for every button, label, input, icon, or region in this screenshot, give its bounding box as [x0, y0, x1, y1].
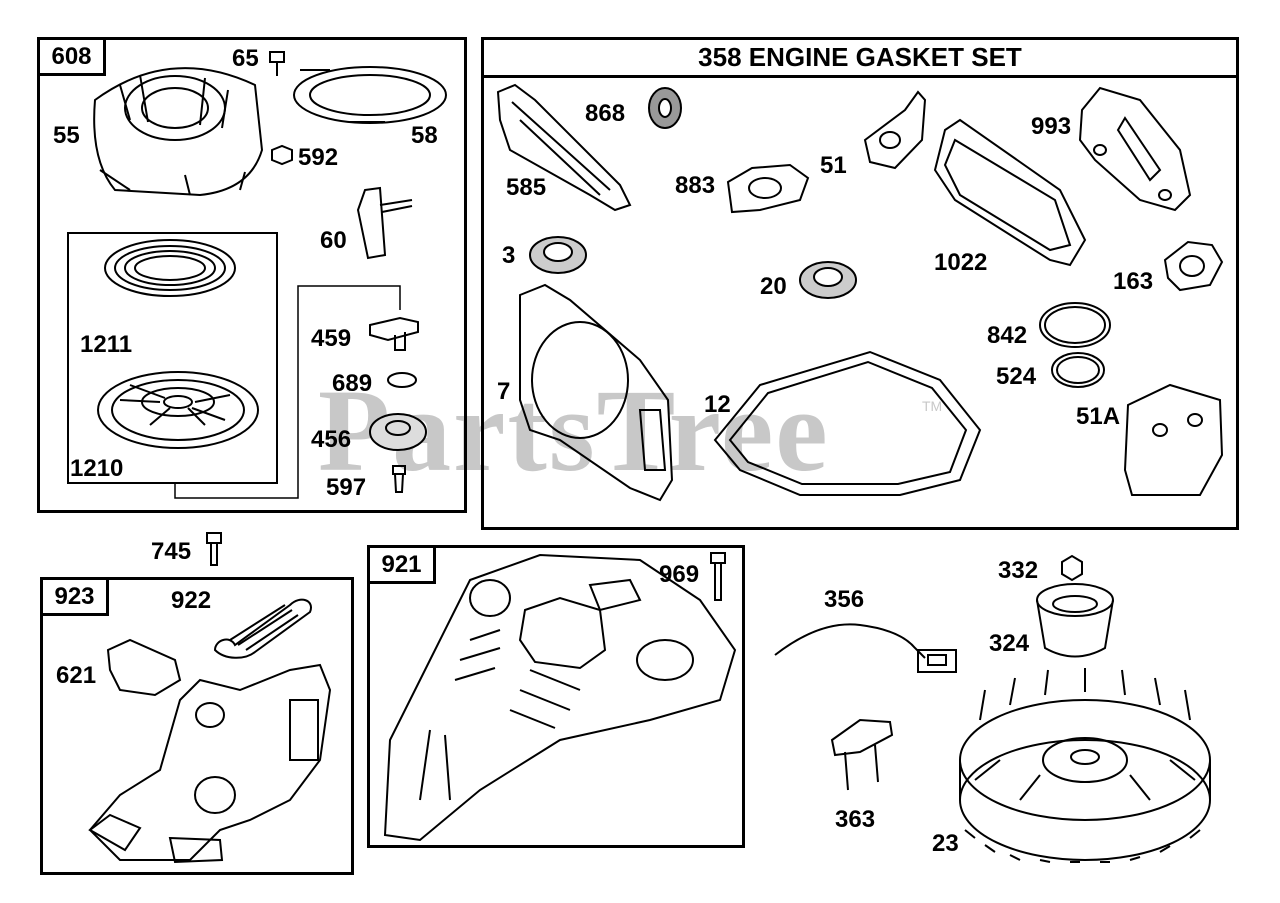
part-label-23[interactable]: 23 — [932, 830, 959, 857]
gasket-icon — [1123, 383, 1224, 496]
part-label-1210[interactable]: 1210 — [70, 455, 124, 482]
gasket-icon — [713, 350, 982, 496]
part-label-922[interactable]: 922 — [171, 587, 212, 614]
part-label-993[interactable]: 993 — [1031, 113, 1072, 140]
part-label-51a[interactable]: 51A — [1076, 403, 1121, 430]
part-label-689[interactable]: 689 — [332, 370, 373, 397]
gasket-icon — [496, 83, 632, 212]
part-label-585[interactable]: 585 — [506, 174, 547, 201]
o-ring-icon — [1051, 352, 1105, 388]
part-label-363[interactable]: 363 — [835, 806, 876, 833]
spring-icon — [104, 239, 236, 297]
part-label-51[interactable]: 51 — [820, 152, 847, 179]
spring-icon — [213, 598, 312, 659]
group-box-358 — [481, 37, 1239, 530]
part-label-524[interactable]: 524 — [996, 363, 1037, 390]
part-label-868[interactable]: 868 — [585, 100, 626, 127]
blower-shroud-icon — [383, 553, 737, 842]
part-label-163[interactable]: 163 — [1113, 268, 1154, 295]
part-label-7[interactable]: 7 — [497, 378, 511, 405]
part-label-3[interactable]: 3 — [502, 242, 516, 269]
trademark-mark: TM — [922, 398, 943, 414]
part-label-597[interactable]: 597 — [326, 474, 367, 501]
gasket-icon — [519, 283, 674, 502]
o-ring-icon — [1039, 302, 1111, 348]
screw-icon — [392, 465, 406, 493]
pulley-icon — [97, 371, 259, 449]
gasket-icon — [726, 163, 810, 214]
seal-icon — [648, 87, 682, 129]
rope-icon — [293, 66, 447, 124]
part-label-332[interactable]: 332 — [998, 557, 1039, 584]
handle-icon — [356, 186, 413, 260]
screw-icon — [206, 532, 222, 566]
part-label-65[interactable]: 65 — [232, 45, 259, 72]
part-label-20[interactable]: 20 — [760, 273, 787, 300]
group-box-608 — [37, 37, 467, 513]
lever-icon — [106, 638, 182, 697]
part-label-592[interactable]: 592 — [298, 144, 339, 171]
part-label-12[interactable]: 12 — [704, 391, 731, 418]
bolt-icon — [269, 51, 285, 76]
part-label-745[interactable]: 745 — [151, 538, 192, 565]
seal-icon — [529, 236, 587, 274]
retainer-icon — [369, 413, 427, 451]
part-label-621[interactable]: 621 — [56, 662, 97, 689]
gasket-icon — [1163, 240, 1224, 292]
gasket-set-title: 358 ENGINE GASKET SET — [698, 42, 1022, 72]
clip-icon — [387, 372, 417, 388]
spring-pulley-subbox — [67, 232, 278, 484]
part-label-1022[interactable]: 1022 — [934, 249, 988, 276]
part-label-55[interactable]: 55 — [53, 122, 80, 149]
part-label-842[interactable]: 842 — [987, 322, 1028, 349]
part-label-356[interactable]: 356 — [824, 586, 865, 613]
part-label-969[interactable]: 969 — [659, 561, 700, 588]
gasket-icon — [1078, 86, 1192, 212]
seal-icon — [799, 261, 857, 299]
gasket-icon — [863, 90, 927, 170]
armature-icon — [830, 718, 894, 791]
group-tag-923: 923 — [43, 580, 109, 616]
pawl-icon — [369, 316, 419, 351]
starter-housing-icon — [93, 67, 264, 197]
nut-icon — [1061, 554, 1083, 582]
nut-icon — [271, 144, 293, 166]
part-label-883[interactable]: 883 — [675, 172, 716, 199]
part-label-459[interactable]: 459 — [311, 325, 352, 352]
gasket-title-divider — [481, 75, 1239, 78]
gasket-icon — [933, 118, 1087, 267]
group-tag-921: 921 — [370, 548, 436, 584]
flywheel-icon — [959, 668, 1211, 863]
part-label-324[interactable]: 324 — [989, 630, 1030, 657]
group-tag-608: 608 — [40, 40, 106, 76]
part-label-456[interactable]: 456 — [311, 426, 352, 453]
governor-bracket-icon — [88, 663, 332, 864]
starter-cup-icon — [1036, 583, 1114, 658]
group-box-921 — [367, 545, 745, 848]
part-label-58[interactable]: 58 — [411, 122, 438, 149]
screw-icon — [710, 552, 726, 601]
part-label-60[interactable]: 60 — [320, 227, 347, 254]
ignition-wire-icon — [774, 623, 957, 673]
part-label-1211[interactable]: 1211 — [80, 331, 133, 358]
group-box-923 — [40, 577, 354, 875]
